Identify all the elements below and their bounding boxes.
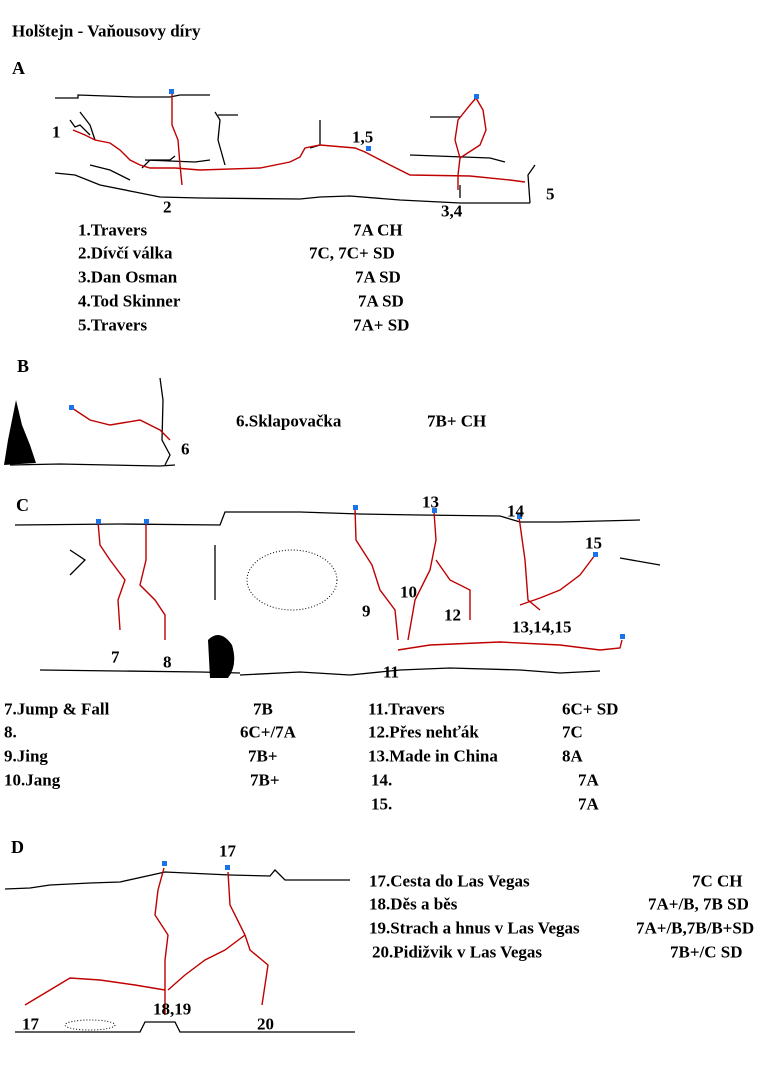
section-a-label: A	[12, 58, 25, 78]
topo-label: 17	[22, 1014, 39, 1034]
topo-a-rock	[54, 94, 536, 204]
route-name: 1.Travers	[78, 220, 148, 240]
route-grade: 6C+/7A	[240, 722, 296, 742]
route-grade: 7B+/C SD	[670, 942, 743, 962]
route-name: 7.Jump & Fall	[4, 699, 110, 719]
anchor-icon	[620, 634, 625, 639]
route-grade: 8A	[562, 746, 583, 766]
route-grade: 7A CH	[353, 220, 403, 240]
boulder-shape	[208, 635, 235, 678]
route-grade: 7C, 7C+ SD	[309, 243, 395, 263]
topo-b	[4, 377, 176, 467]
topo-c	[14, 505, 661, 678]
anchor-icon	[474, 94, 479, 99]
topo-label: 9	[362, 601, 371, 621]
topo-label: 2	[163, 197, 172, 217]
route-name: 6.Sklapovačka	[236, 411, 342, 431]
route-name: 2.Dívčí válka	[78, 243, 173, 263]
route-name: 15.	[371, 794, 393, 814]
section-d-label: D	[11, 837, 24, 857]
route-name: 18.Děs a běs	[369, 894, 458, 914]
topo-a-routes	[72, 89, 526, 190]
rock-texture	[64, 1019, 116, 1031]
topo-label: 5	[546, 184, 555, 204]
route-grade: 7A SD	[358, 291, 404, 311]
anchor-icon	[432, 508, 437, 513]
anchor-icon	[353, 505, 358, 510]
topo-label: 14	[507, 501, 524, 521]
anchor-icon	[593, 552, 598, 557]
route-name: 8.	[4, 722, 17, 742]
topo-label: 8	[163, 652, 172, 672]
tree-icon	[4, 400, 36, 465]
route-grade: 7A+/B,7B/B+SD	[636, 918, 755, 938]
route-name: 11.Travers	[368, 699, 445, 719]
route-name: 17.Cesta do Las Vegas	[369, 871, 530, 891]
anchor-icon	[144, 519, 149, 524]
route-name: 12.Přes nehťák	[368, 722, 479, 742]
topo-label: 10	[400, 582, 417, 602]
route-grade: 7A SD	[355, 267, 401, 287]
anchor-icon	[169, 89, 174, 94]
section-c-label: C	[16, 495, 29, 515]
route-name: 14.	[371, 770, 393, 790]
topo-label: 1	[52, 122, 61, 142]
route-grade: 7B+ CH	[427, 411, 487, 431]
route-name: 5.Travers	[78, 315, 148, 335]
topo-label: 13,14,15	[512, 617, 572, 637]
topo-label: 18,19	[153, 999, 192, 1019]
route-grade: 7B	[253, 699, 273, 719]
route-grade: 7C	[562, 722, 583, 742]
anchor-icon	[366, 146, 371, 151]
topo-label: 15	[585, 533, 602, 553]
topo-label: 7	[111, 647, 120, 667]
route-grade: 6C+ SD	[562, 699, 619, 719]
route-name: 4.Tod Skinner	[78, 291, 181, 311]
route-grade: 7A	[578, 770, 599, 790]
route-name: 3.Dan Osman	[78, 267, 178, 287]
route-grade: 7B+	[250, 770, 280, 790]
anchor-icon	[162, 861, 167, 866]
anchor-icon	[517, 514, 522, 519]
topo-label: 12	[444, 605, 461, 625]
rock-texture	[246, 549, 338, 611]
section-b-label: B	[17, 356, 30, 376]
topo-d	[4, 861, 355, 1033]
route-name: 20.Pidižvik v Las Vegas	[372, 942, 543, 962]
topo-label: 11	[383, 662, 400, 682]
route-name: 10.Jang	[4, 770, 61, 790]
route-grade: 7A+ SD	[353, 315, 410, 335]
anchor-icon	[69, 405, 74, 410]
topo-label: 20	[257, 1014, 274, 1034]
topo-label: 6	[181, 439, 190, 459]
page-title: Holštejn - Vaňousovy díry	[12, 21, 201, 41]
route-name: 9.Jing	[4, 746, 48, 766]
route-grade: 7A	[578, 794, 599, 814]
route-grade: 7C CH	[692, 871, 743, 891]
route-grade: 7A+/B, 7B SD	[648, 894, 749, 914]
route-grade: 7B+	[248, 746, 278, 766]
route-name: 13.Made in China	[368, 746, 498, 766]
topo-label: 3,4	[441, 201, 463, 221]
topo-label: 13	[422, 492, 439, 512]
route-name: 19.Strach a hnus v Las Vegas	[369, 918, 580, 938]
topo-label: 1,5	[352, 127, 374, 147]
topo-label: 17	[219, 841, 236, 861]
anchor-icon	[96, 519, 101, 524]
anchor-icon	[225, 865, 230, 870]
